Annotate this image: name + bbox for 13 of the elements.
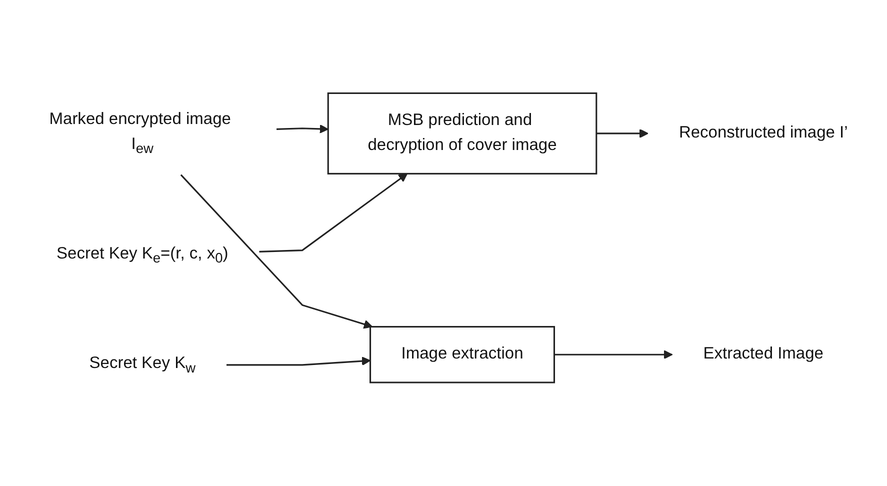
- node-text: Secret Key K$_{e}$=(r, c, x$_{0}$): [56, 244, 228, 266]
- node-box: Image extraction: [370, 326, 555, 384]
- arrow: [226, 356, 371, 366]
- arrow: [596, 128, 648, 138]
- node-text: Extracted Image: [703, 345, 824, 363]
- arrow: [259, 173, 408, 252]
- arrow: [554, 350, 673, 360]
- node-box: MSB prediction and decryption of cover image: [327, 92, 598, 174]
- node-text: Marked encrypted image I$_{ew}$: [49, 110, 231, 156]
- arrow: [180, 174, 373, 329]
- arrow: [276, 124, 329, 134]
- node-text: Secret Key K$_{w}$: [89, 354, 196, 376]
- node-text: Reconstructed image I’: [678, 124, 848, 142]
